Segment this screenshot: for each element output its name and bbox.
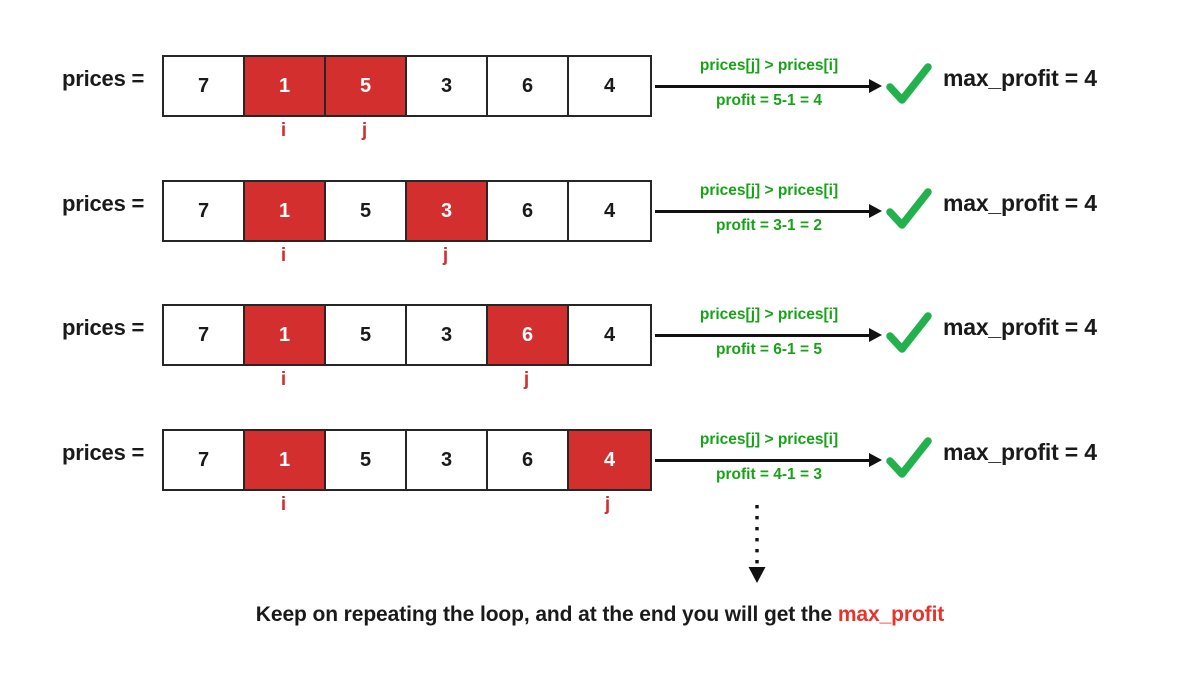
array-cell: 5: [326, 431, 407, 489]
condition-arrow: prices[j] > prices[i] profit = 4-1 = 3: [655, 414, 885, 524]
array-cell: 6: [488, 431, 569, 489]
index-pointer-i: i: [280, 369, 287, 390]
footer-caption-text: Keep on repeating the loop, and at the e…: [255, 603, 838, 626]
array-cell: 3: [407, 306, 488, 364]
condition-expression: prices[j] > prices[i]: [699, 431, 839, 448]
footer-caption-accent: max_profit: [837, 603, 945, 626]
check-mark-icon: [886, 311, 932, 357]
arrow-line: [655, 459, 871, 462]
profit-calculation: profit = 5-1 = 4: [716, 92, 822, 109]
max-profit-result: max_profit = 4: [943, 190, 1097, 216]
index-pointer-j: j: [523, 369, 530, 390]
index-pointer-j: j: [604, 494, 611, 515]
index-pointer-i: i: [280, 494, 287, 515]
array-cell-highlighted: 6: [488, 306, 569, 364]
max-profit-result: max_profit = 4: [943, 439, 1097, 465]
index-pointer-j: j: [361, 120, 368, 141]
array-cell: 4: [569, 57, 650, 115]
arrow-line: [655, 85, 871, 88]
check-mark-icon: [886, 436, 932, 482]
arrow-line: [655, 334, 871, 337]
index-pointer-j: j: [442, 245, 449, 266]
condition-arrow: prices[j] > prices[i] profit = 3-1 = 2: [655, 165, 885, 275]
array-cell: 4: [569, 182, 650, 240]
check-mark-icon: [886, 187, 932, 233]
array-cell-highlighted: 1: [245, 306, 326, 364]
array-cell: 7: [164, 182, 245, 240]
array-variable-label: prices =: [62, 191, 145, 216]
array-cell: 7: [164, 306, 245, 364]
check-mark-icon: [886, 62, 932, 108]
dotted-down-arrow-icon: [735, 505, 779, 589]
array-cell-highlighted: 1: [245, 57, 326, 115]
array-cell: 4: [569, 306, 650, 364]
arrow-head-icon: [869, 452, 882, 467]
index-pointer-i: i: [280, 245, 287, 266]
array-variable-label: prices =: [62, 66, 145, 91]
arrow-head-icon: [869, 203, 882, 218]
arrow-line: [655, 210, 871, 213]
array-cell: 6: [488, 57, 569, 115]
profit-calculation: profit = 3-1 = 2: [716, 217, 822, 234]
max-profit-result: max_profit = 4: [943, 314, 1097, 340]
array-cell: 3: [407, 431, 488, 489]
array-variable-label: prices =: [62, 440, 145, 465]
array-cell-highlighted: 1: [245, 182, 326, 240]
array-cell: 5: [326, 182, 407, 240]
profit-calculation: profit = 6-1 = 5: [716, 341, 822, 358]
condition-expression: prices[j] > prices[i]: [699, 182, 839, 199]
profit-calculation: profit = 4-1 = 3: [716, 466, 822, 483]
array-cell: 3: [407, 57, 488, 115]
condition-expression: prices[j] > prices[i]: [699, 57, 839, 74]
array-cell-highlighted: 5: [326, 57, 407, 115]
arrow-head-icon: [869, 327, 882, 342]
arrow-head-icon: [869, 78, 882, 93]
index-pointer-i: i: [280, 120, 287, 141]
array-cell-highlighted: 3: [407, 182, 488, 240]
array-cell: 7: [164, 431, 245, 489]
array-cell: 5: [326, 306, 407, 364]
condition-arrow: prices[j] > prices[i] profit = 6-1 = 5: [655, 289, 885, 399]
array-cell: 7: [164, 57, 245, 115]
condition-expression: prices[j] > prices[i]: [699, 306, 839, 323]
condition-arrow: prices[j] > prices[i] profit = 5-1 = 4: [655, 40, 885, 150]
array-cell-highlighted: 1: [245, 431, 326, 489]
footer-caption: Keep on repeating the loop, and at the e…: [0, 603, 1200, 627]
array-cell-highlighted: 4: [569, 431, 650, 489]
array-variable-label: prices =: [62, 315, 145, 340]
array-cell: 6: [488, 182, 569, 240]
max-profit-result: max_profit = 4: [943, 65, 1097, 91]
